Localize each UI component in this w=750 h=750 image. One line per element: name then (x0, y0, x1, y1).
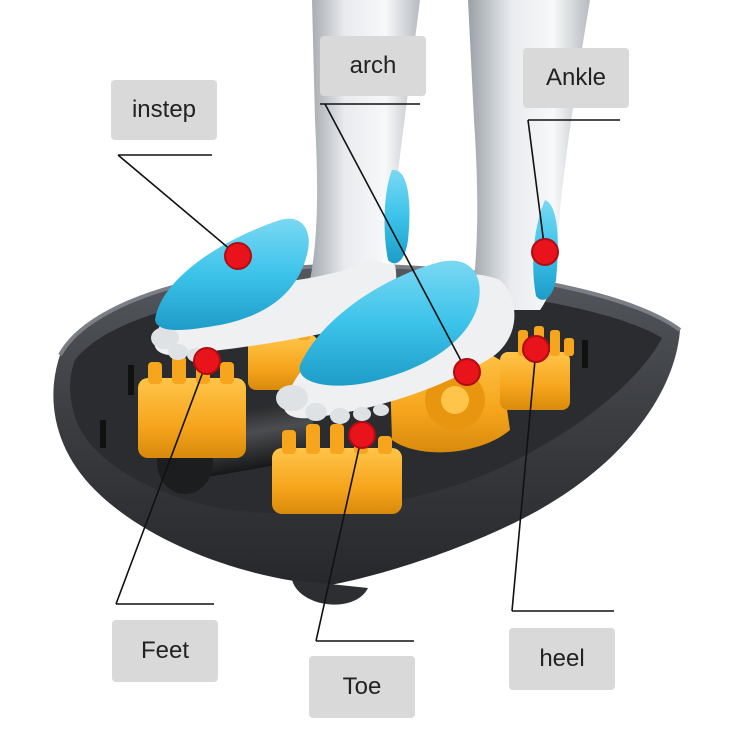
leader-feet-diag (115, 360, 208, 605)
instep-pad-left (155, 218, 309, 330)
leader-toe-diag (315, 434, 363, 642)
marker-feet (193, 347, 221, 375)
roller-front (272, 424, 402, 514)
leader-lines (115, 103, 620, 642)
marker-toe (348, 421, 376, 449)
label-feet: Feet (112, 620, 218, 682)
marker-instep (224, 242, 252, 270)
label-heel: heel (509, 628, 615, 690)
right-toes (276, 385, 389, 424)
left-foot (154, 260, 397, 356)
label-arch: arch (320, 36, 426, 96)
leader-arch-diag (324, 103, 468, 373)
instep-pad-right (299, 260, 480, 386)
leader-heel-diag (511, 348, 537, 612)
right-leg (468, 0, 590, 310)
pin (128, 365, 134, 395)
ankle-pad-left (384, 169, 410, 264)
leader-ankle-diag (527, 119, 546, 253)
roller-left (138, 356, 246, 458)
marker-arch (453, 358, 481, 386)
roller-right (500, 326, 574, 410)
marker-heel (522, 335, 550, 363)
markers (193, 238, 559, 449)
label-toe: Toe (309, 656, 415, 718)
pin (582, 340, 588, 368)
label-instep: instep (111, 80, 217, 140)
housing-base (292, 580, 368, 605)
leader-instep-diag (117, 154, 239, 257)
marker-ankle (531, 238, 559, 266)
label-ankle: Ankle (523, 48, 629, 108)
pin (100, 420, 106, 448)
